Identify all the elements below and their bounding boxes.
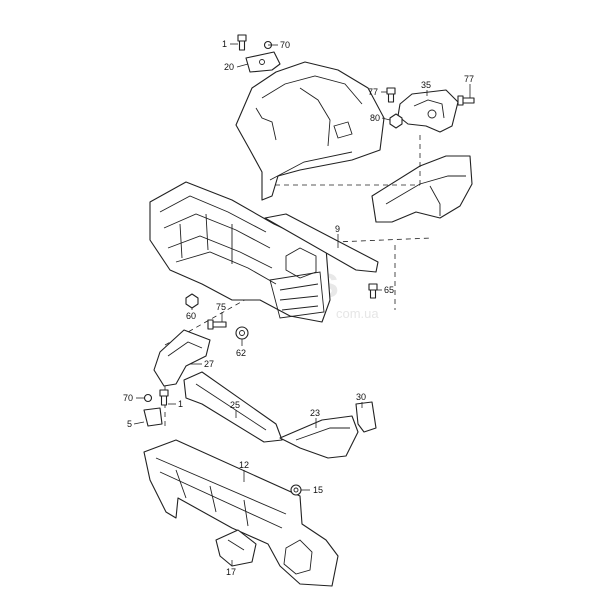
callout-77-left: 77: [368, 87, 378, 97]
bolt-65: [368, 283, 378, 299]
callout-15: 15: [313, 485, 323, 495]
bracket-30: [355, 401, 377, 433]
bolt-77-right: [457, 95, 475, 106]
callout-12: 12: [239, 460, 249, 470]
bolt-1-top: [237, 34, 247, 51]
wheel-housing-part: [235, 61, 385, 201]
watermark-domain: com.ua: [336, 306, 379, 321]
callout-80: 80: [370, 113, 380, 123]
bolt-77-left: [386, 87, 396, 103]
callout-25: 25: [230, 400, 240, 410]
callout-17: 17: [226, 567, 236, 577]
leader-5: [133, 421, 145, 425]
nut-80: [389, 113, 403, 129]
callout-20: 20: [224, 62, 234, 72]
callout-1-left: 1: [178, 399, 183, 409]
nut-70-left: [143, 393, 153, 403]
bracket-17: [215, 529, 257, 567]
support-rail-9: [264, 213, 379, 273]
callout-75: 75: [216, 302, 226, 312]
callout-65: 65: [384, 285, 394, 295]
clip-15: [290, 484, 302, 496]
trim-panel-23: [279, 415, 359, 459]
front-end-carrier: [149, 181, 331, 323]
bracket-5: [143, 407, 163, 427]
callout-30: 30: [356, 392, 366, 402]
callout-77-right: 77: [464, 74, 474, 84]
callout-60: 60: [186, 311, 196, 321]
callout-1-top: 1: [222, 39, 227, 49]
bolt-62: [235, 326, 249, 340]
callout-9: 9: [335, 224, 340, 234]
callout-35: 35: [421, 80, 431, 90]
callout-23: 23: [310, 408, 320, 418]
callout-62: 62: [236, 348, 246, 358]
lower-crossmember-12: [143, 439, 339, 587]
side-panel-27: [153, 329, 211, 387]
longitudinal-member: [371, 155, 473, 223]
callout-70-top: 70: [280, 40, 290, 50]
bracket-35: [397, 89, 459, 133]
bolt-75: [207, 319, 227, 330]
bolt-1-left: [159, 389, 169, 406]
lock-carrier-25: [183, 371, 283, 443]
callout-5: 5: [127, 419, 132, 429]
leader-20: [236, 63, 249, 68]
bolt-60: [185, 293, 199, 309]
callout-27: 27: [204, 359, 214, 369]
callout-70-left: 70: [123, 393, 133, 403]
leader-80: [381, 117, 391, 121]
bracket-20: [245, 51, 281, 73]
